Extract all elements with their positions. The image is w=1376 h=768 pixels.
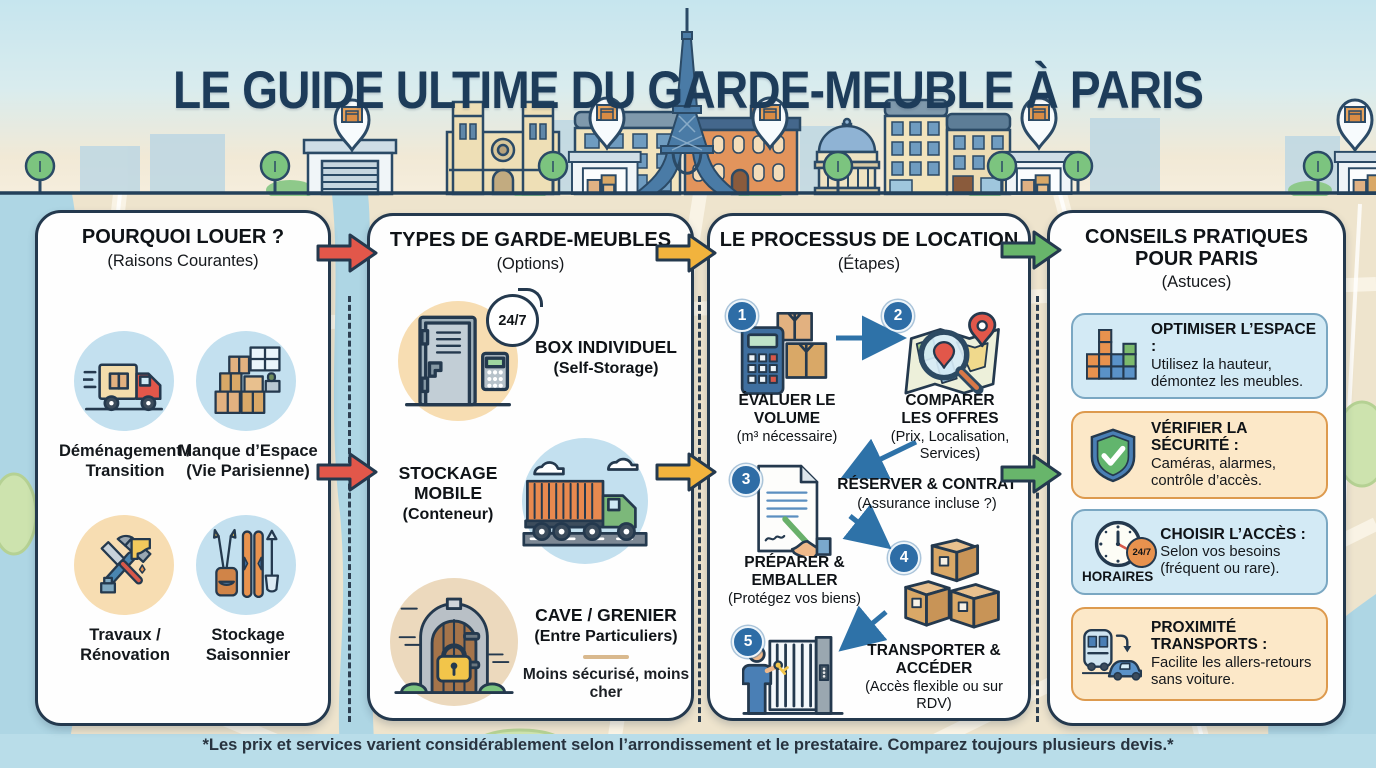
panel-subtitle: (Astuces) (1161, 273, 1232, 292)
panel-processus-location: LE PROCESSUS DE LOCATION (Étapes) 1 (707, 213, 1031, 721)
step-badge-1: 1 (726, 300, 758, 332)
type-stockage-mobile-figure (522, 438, 648, 564)
badge-24-7: 24/7 (486, 288, 543, 347)
panel-subtitle: (Étapes) (837, 254, 901, 273)
badge-24-7: 24/7 (1126, 537, 1158, 568)
reason-stockage-saisonnier (196, 515, 296, 615)
storage-door-icon (405, 315, 511, 407)
storage-garage-striped (302, 138, 398, 196)
calculator-boxes-icon (740, 312, 828, 395)
step-2-label: COMPARER LES OFFRES (Prix, Localisation,… (890, 392, 1010, 462)
divider-dashed-2 (698, 296, 701, 722)
arrow-green-1 (1000, 230, 1062, 270)
type-box-individuel: BOX INDIVIDUEL (Self-Storage) (535, 337, 677, 377)
tip-optimiser-espace: OPTIMISER L’ESPACE : Utilisez la hauteur… (1071, 313, 1328, 399)
haussmann-buildings-right (883, 98, 1012, 196)
panel-subtitle: (Raisons Courantes) (107, 251, 259, 270)
storage-garage-open (1333, 150, 1376, 195)
stacking-blocks-icon (1086, 329, 1137, 380)
tip-verifier-securite: VÉRIFIER LA SÉCURITÉ : Caméras, alarmes,… (1071, 411, 1328, 499)
panel-title: TYPES DE GARDE-MEUBLES (389, 229, 672, 251)
step-badge-2: 2 (882, 300, 914, 332)
reason-demenagement (74, 331, 174, 431)
tip-choisir-acces: 24/7 HORAIRES CHOISIR L’ACCÈS : Selon vo… (1071, 509, 1328, 595)
reason-travaux (74, 515, 174, 615)
train-car-icon (1082, 628, 1143, 681)
step-5-label: TRANSPORTER & ACCÉDER (Accès flexible ou… (865, 642, 1003, 712)
arrow-green-2 (1000, 454, 1062, 494)
page-title: LE GUIDE ULTIME DU GARDE-MEUBLE À PARIS (172, 60, 1204, 120)
divider (583, 655, 629, 659)
map-magnifier-icon (904, 311, 1000, 395)
panel-title: POURQUOI LOUER ? (81, 226, 285, 248)
panel-types-garde-meubles: TYPES DE GARDE-MEUBLES (Options) 24/7 B (367, 213, 694, 721)
ski-gear-icon (212, 528, 280, 599)
reason-label: Travaux / Rénovation (80, 626, 170, 665)
panel-title: LE PROCESSUS DE LOCATION (719, 229, 1019, 251)
step-4-label: PRÉPARER & EMBALLER (Protégez vos biens) (728, 554, 861, 608)
arrow-red-2 (316, 452, 378, 492)
divider-dashed-1 (348, 296, 351, 722)
moving-truck-icon (83, 363, 163, 412)
cellar-door-icon (394, 597, 514, 694)
eiffel-tower (632, 8, 742, 195)
packed-boxes-icon (904, 538, 1000, 629)
reason-manque-espace (196, 331, 296, 431)
container-truck-icon (522, 457, 648, 547)
footer-band (0, 734, 1376, 768)
shield-check-icon (1090, 428, 1136, 483)
tools-icon (100, 534, 152, 594)
step-badge-4: 4 (888, 542, 920, 574)
arrow-yellow-1 (655, 233, 717, 273)
panel-title: CONSEILS PRATIQUES POUR PARIS (1085, 226, 1308, 270)
paris-skyline (0, 8, 1376, 196)
step-3-label: RÉSERVER & CONTRAT (Assurance incluse ?) (837, 476, 1017, 512)
panel-conseils-pratiques: CONSEILS PRATIQUES POUR PARIS (Astuces) … (1047, 210, 1346, 726)
type-cave-grenier: CAVE / GRENIER (Entre Particuliers) Moin… (522, 605, 690, 701)
step-badge-3: 3 (730, 464, 762, 496)
reason-label: Stockage Saisonnier (205, 626, 291, 665)
tip-proximite-transports: PROXIMITÉ TRANSPORTS : Facilite les alle… (1071, 607, 1328, 701)
step-1-label: ÉVALUER LE VOLUME (m³ nécessaire) (736, 392, 838, 446)
boxes-room-icon (214, 346, 281, 415)
type-cave-grenier-figure (390, 578, 518, 706)
divider-dashed-3 (1036, 296, 1039, 722)
panel-subtitle: (Options) (496, 254, 565, 273)
type-stockage-mobile: STOCKAGE MOBILE (Conteneur) (398, 463, 498, 523)
horaires-caption: HORAIRES (1082, 569, 1154, 584)
step-badge-5: 5 (732, 626, 764, 658)
reason-label: Déménagement / Transition (58, 442, 192, 481)
arrow-red-1 (316, 233, 378, 273)
arrow-yellow-2 (655, 452, 717, 492)
footer-disclaimer: *Les prix et services varient considérab… (202, 736, 1174, 754)
reason-label: Manque d’Espace (Vie Parisienne) (178, 442, 318, 481)
contract-signing-icon (757, 464, 832, 556)
notre-dame-building (445, 100, 561, 196)
storage-garage-open (567, 150, 642, 195)
panel-pourquoi-louer: POURQUOI LOUER ? (Raisons Courantes) Dém… (35, 210, 331, 726)
